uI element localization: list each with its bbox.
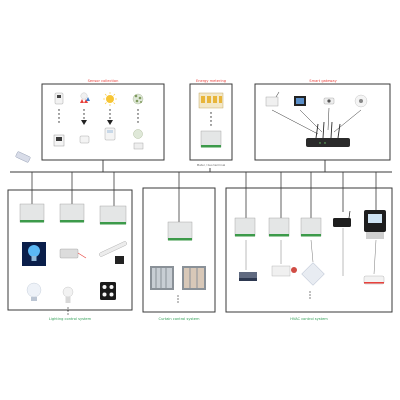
- smoke-sensor-icon: [132, 93, 144, 105]
- power-dotted-link: [210, 112, 212, 126]
- valve-icon: [301, 262, 325, 286]
- bus-coupler-icon: [200, 130, 222, 148]
- transformer-icon: [59, 248, 87, 259]
- power-note: Meter / bus terminal: [196, 163, 226, 167]
- hvac-taps: [245, 172, 377, 218]
- meter-icon: [104, 127, 116, 141]
- curtain-module-icon: [167, 221, 193, 241]
- spotlight-icon: [100, 282, 116, 300]
- touch-screen-icon: [294, 96, 306, 106]
- thermostat-icon: [364, 210, 386, 239]
- curtain-title: Curtain control system: [158, 317, 200, 321]
- wifi-gateway-icon: [265, 91, 280, 107]
- hvac-title: HVAC control system: [290, 317, 328, 321]
- remote-icon: [333, 210, 351, 227]
- light-sensor-icon: [103, 92, 117, 106]
- led-bulb-icon: [26, 282, 74, 303]
- hvac-group-frame: [225, 187, 393, 313]
- energy-meter-icon: [198, 92, 224, 109]
- gateway-group-frame: [254, 83, 391, 161]
- gateway-title: Smart gateway: [309, 79, 337, 83]
- lighting-more-dots: [67, 307, 69, 315]
- ir-sensor-icon: [80, 92, 90, 103]
- sensors-title: Sensor collection: [87, 79, 119, 83]
- tube-light-icon: [99, 241, 127, 257]
- dimmer-module-icon: [19, 203, 127, 225]
- air-conditioner-split-icon: [363, 275, 385, 285]
- fan-coil-icon: [271, 265, 297, 277]
- bulb-icon: [22, 242, 46, 266]
- curtain-more-dots: [177, 295, 179, 303]
- sensor-dotted-links: [58, 109, 139, 123]
- hvac-sub-links: [245, 228, 377, 276]
- plug-icon: [79, 135, 90, 144]
- lighting-title: Lighting control system: [48, 317, 92, 321]
- wall-camera-icon: [15, 151, 31, 163]
- sensor-group-frame: [41, 83, 165, 161]
- air-conditioner-icon: [239, 272, 257, 281]
- smart-panel-icon: [53, 134, 65, 147]
- sensor-module-icon: [133, 129, 144, 150]
- gateway-links: [271, 107, 362, 135]
- temperature-humidity-sensor-icon: [54, 92, 64, 105]
- lighting-group-frame: [7, 189, 133, 311]
- hvac-more-dots: [309, 291, 311, 299]
- power-group-frame: [189, 83, 233, 161]
- hvac-module-icon: [234, 217, 322, 237]
- router-icon: [306, 121, 350, 147]
- driver-icon: [115, 256, 124, 264]
- power-title: Energy metering: [195, 79, 227, 83]
- curtain-motor-icon: [150, 266, 206, 290]
- sensor-arrows: [81, 120, 113, 125]
- doorbell-icon: [354, 94, 368, 108]
- camera-icon: [323, 97, 335, 105]
